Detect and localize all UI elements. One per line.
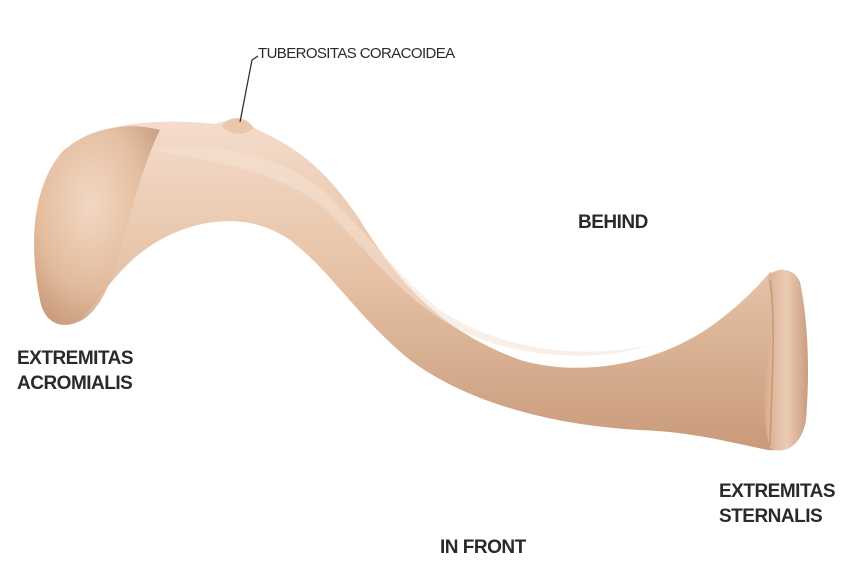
clavicle-shaft: [34, 121, 807, 451]
label-tuberositas-coracoidea: TUBEROSITAS CORACOIDEA: [258, 44, 455, 64]
label-in-front: IN FRONT: [440, 536, 526, 561]
label-extremitas-acromialis: EXTREMITAS ACROMIALIS: [17, 347, 133, 396]
label-behind: BEHIND: [578, 211, 648, 236]
label-extremitas-sternalis: EXTREMITAS STERNALIS: [719, 480, 835, 529]
tuberosity-leader-line: [240, 56, 258, 122]
